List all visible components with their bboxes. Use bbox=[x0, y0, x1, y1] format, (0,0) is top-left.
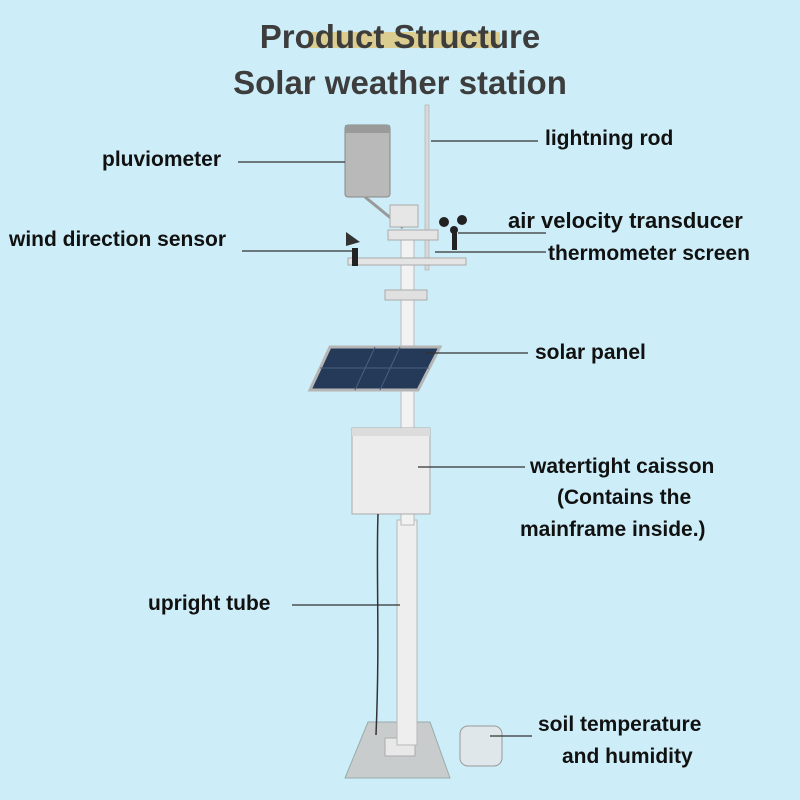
label-air-velocity: air velocity transducer bbox=[508, 208, 743, 233]
title-highlight bbox=[308, 32, 500, 48]
label-thermometer-screen: thermometer screen bbox=[548, 242, 750, 265]
label-solar-panel: solar panel bbox=[535, 341, 646, 364]
label-upright-tube: upright tube bbox=[148, 592, 271, 615]
cross-arm bbox=[347, 257, 467, 266]
label-caisson-note-2: mainframe inside.) bbox=[520, 518, 706, 541]
label-pluviometer: pluviometer bbox=[102, 148, 222, 171]
label-lightning-rod: lightning rod bbox=[545, 127, 674, 150]
anemometer-cup-1 bbox=[439, 217, 449, 227]
pluviometer-rim bbox=[345, 125, 390, 133]
wind-direction-sensor bbox=[352, 248, 358, 266]
air-velocity-transducer bbox=[452, 228, 457, 250]
label-caisson-note-1: (Contains the bbox=[557, 486, 692, 509]
label-caisson: watertight caisson bbox=[530, 455, 715, 478]
pluviometer bbox=[344, 124, 391, 198]
label-soil-2: and humidity bbox=[562, 745, 693, 768]
label-wind-direction: wind direction sensor bbox=[9, 228, 227, 251]
anemometer-cup-2 bbox=[457, 215, 467, 225]
cable bbox=[375, 513, 379, 736]
page-subtitle: Solar weather station bbox=[233, 64, 567, 101]
upper-arm bbox=[387, 229, 439, 241]
page-title: Product Structure bbox=[259, 18, 541, 55]
caisson-lid bbox=[352, 428, 430, 436]
thermometer-screen bbox=[389, 204, 419, 228]
anemometer-cup-3 bbox=[450, 226, 458, 234]
wind-vane bbox=[346, 232, 360, 246]
upright-tube bbox=[396, 519, 418, 746]
pole-bracket bbox=[384, 289, 428, 301]
label-soil: soil temperature bbox=[538, 713, 702, 736]
soil-sensor bbox=[459, 725, 503, 767]
watertight-caisson bbox=[351, 427, 431, 515]
lightning-rod bbox=[424, 104, 430, 271]
